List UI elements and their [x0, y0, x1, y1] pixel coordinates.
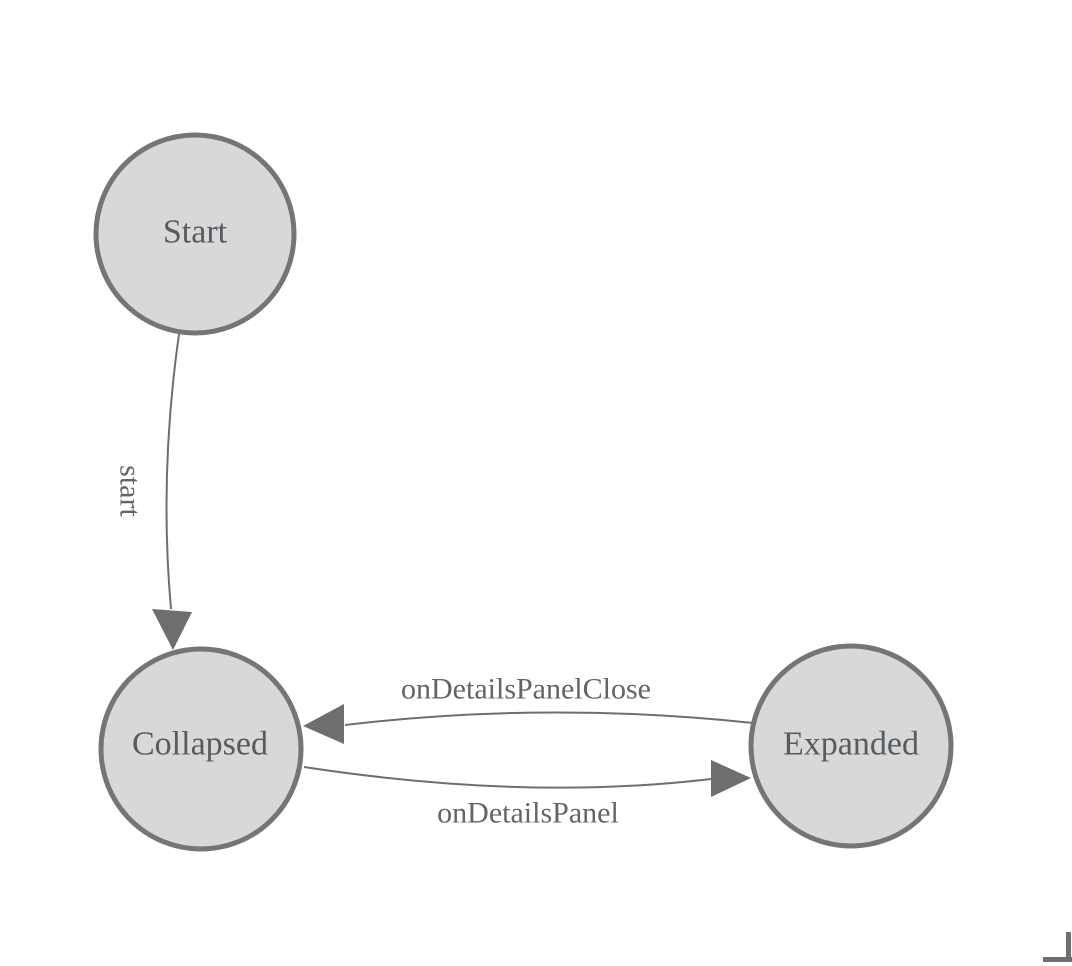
transition-edge — [165, 333, 180, 610]
state-node-expanded[interactable]: Expanded — [748, 643, 954, 849]
transition-label: start — [114, 465, 147, 517]
transition-start-to-collapsed: start — [114, 333, 192, 650]
canvas-corner — [1043, 932, 1072, 962]
transition-edge — [344, 711, 754, 726]
transition-collapsed-to-expanded: onDetailsPanel — [303, 760, 751, 830]
state-circle[interactable] — [748, 643, 954, 849]
state-node-start[interactable]: Start — [93, 132, 297, 336]
transition-expanded-to-collapsed: onDetailsPanelClose — [303, 673, 754, 744]
state-circle[interactable] — [98, 646, 304, 852]
arrowhead-icon — [303, 704, 344, 744]
canvas-corner-vertical — [1066, 932, 1071, 962]
state-node-collapsed[interactable]: Collapsed — [98, 646, 304, 852]
transition-label: onDetailsPanel — [437, 797, 619, 830]
state-label: Expanded — [783, 726, 919, 763]
state-label: Collapsed — [132, 726, 268, 763]
transition-edge — [303, 766, 712, 789]
transition-label: onDetailsPanelClose — [401, 673, 651, 706]
state-label: Start — [163, 214, 228, 251]
arrowhead-icon — [152, 609, 192, 650]
arrowhead-icon — [711, 760, 751, 797]
state-circle[interactable] — [93, 132, 297, 336]
canvas-corner-horizontal — [1043, 957, 1072, 962]
